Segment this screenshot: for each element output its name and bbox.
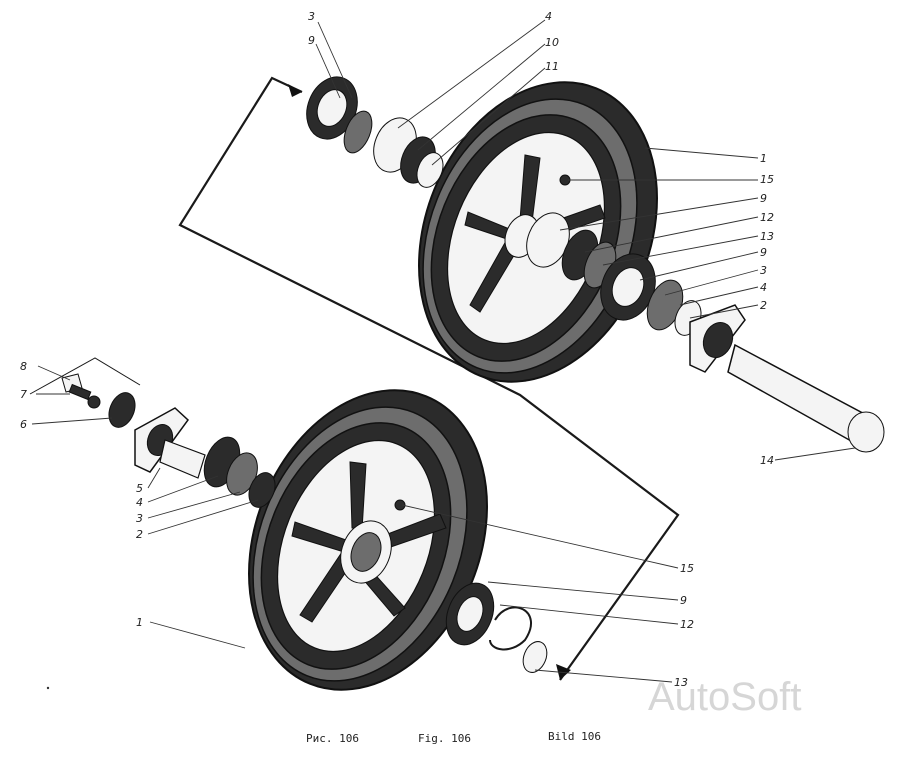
lower-hub-stack [134,407,276,508]
callout-label: 6 [20,418,27,431]
callout-label: 9 [680,594,687,607]
callout-label: 12 [760,211,774,224]
lower-bolt-group [29,357,141,428]
callout-label: 11 [545,60,559,73]
arrow-head-icon [556,664,571,680]
upper-callouts: 3 9 4 10 11 1 15 9 12 13 9 3 4 2 14 [308,10,774,467]
callout-label: 9 [760,246,767,259]
callout-label: 9 [760,192,767,205]
callout-label: 1 [136,616,143,629]
callout-label: 3 [136,512,143,525]
assembly-flow-arrow-upper [178,76,680,681]
upper-hub-stack [526,212,746,373]
callout-label: 4 [136,496,143,509]
callout-label: 8 [20,360,27,373]
caption-en: Fig. 106 [418,732,471,745]
callout-label: 5 [136,482,143,495]
lower-callouts: 8 7 6 5 4 3 2 1 15 9 12 13 [20,360,694,689]
callout-label: 4 [760,281,767,294]
callout-label: 1 [760,152,767,165]
upper-bearing-stack [306,76,444,188]
callout-label: 13 [674,676,688,689]
callout-label: 2 [136,528,143,541]
caption-de: Bild 106 [548,730,601,743]
lubrication-nipple [394,499,406,511]
figure-caption: Рис. 106 Fig. 106 Bild 106 [306,730,601,745]
lower-right-bearing-group [445,582,548,673]
callout-label: 9 [308,34,315,47]
upper-pulley [418,81,658,383]
leader-lines [31,19,856,683]
axle-shaft [727,343,885,453]
lower-pulley [248,389,488,691]
watermark: AutoSoft [648,675,801,719]
callout-label: 3 [760,264,767,277]
callout-label: 7 [20,388,27,401]
arrow-head-icon [288,84,302,97]
caption-ru: Рис. 106 [306,732,359,745]
callout-label: 12 [680,618,694,631]
callout-label: 13 [760,230,774,243]
callout-label: 4 [545,10,552,23]
callout-label: 3 [308,10,315,23]
callout-label: 10 [545,36,559,49]
callout-label: 2 [760,299,767,312]
callout-label: 15 [760,173,774,186]
callout-label: 14 [760,454,774,467]
callout-label: 15 [680,562,694,575]
